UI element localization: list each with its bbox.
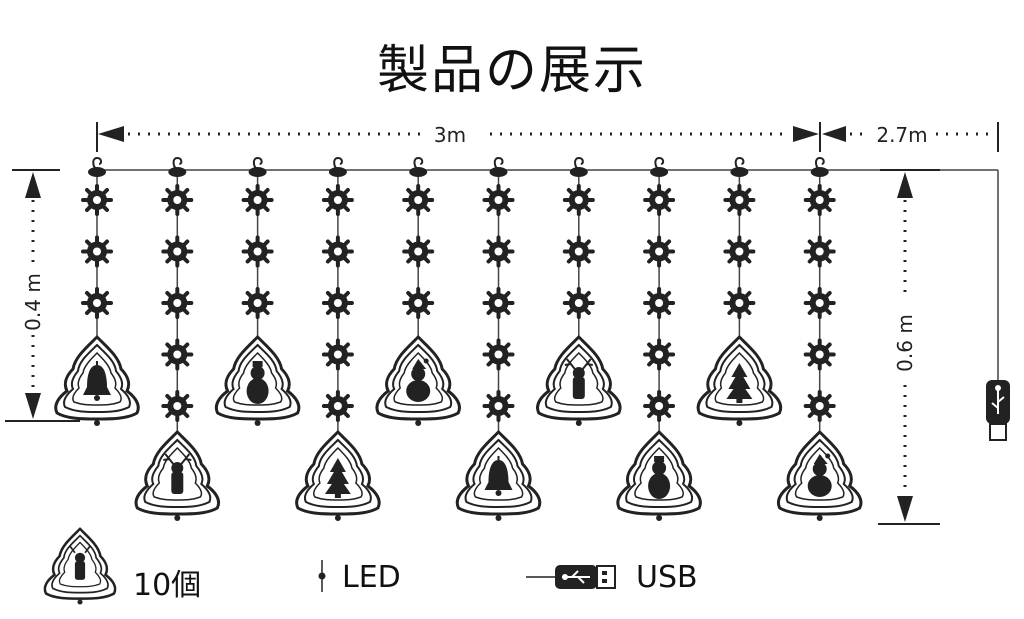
snowflake-led	[321, 390, 354, 422]
snowflake-led	[321, 287, 354, 319]
usb-cable-label: 2.7m	[876, 123, 927, 147]
snowflake-led	[482, 338, 515, 371]
snowflake-led	[161, 338, 194, 371]
snowflake-led	[723, 235, 756, 268]
long-drop-label: 0.6 m	[893, 314, 917, 372]
snowflake-led	[402, 287, 435, 319]
short-drop-label: 0.4 m	[21, 273, 45, 331]
ornament-santa	[375, 335, 461, 428]
snowflake-led	[482, 184, 515, 216]
snowflake-led	[81, 184, 113, 216]
ornament-bell	[54, 335, 140, 428]
ornament-snowman	[214, 335, 301, 428]
light-strand	[295, 156, 381, 523]
ornament-reindeer	[536, 335, 622, 428]
snowflake-led	[321, 184, 354, 216]
snowflake-led	[241, 287, 274, 319]
ornament-bell	[455, 430, 542, 523]
snowflake-led	[562, 287, 595, 319]
snowflake-led	[402, 235, 435, 268]
snowflake-led	[643, 390, 676, 422]
width-label: 3m	[434, 123, 466, 147]
short-drop-dimension: 0.4 m	[5, 169, 80, 422]
legend-ornament-icon	[43, 527, 117, 606]
snowflake-led	[643, 287, 676, 319]
ornament-santa	[776, 430, 863, 523]
legend	[43, 527, 616, 606]
snowflake-led	[161, 184, 194, 216]
ornament-count-label: 10個	[133, 568, 202, 603]
snowflake-led	[803, 287, 836, 319]
light-strand	[776, 156, 863, 523]
usb-label: USB	[636, 560, 698, 595]
snowflake-led	[482, 390, 515, 422]
snowflake-led	[241, 184, 274, 216]
snowflake-led	[803, 235, 836, 268]
snowflake-led	[643, 184, 676, 216]
snowflake-led	[723, 287, 756, 319]
light-strand	[54, 156, 140, 428]
page-title: 製品の展示	[376, 41, 647, 101]
led-label: LED	[342, 560, 401, 595]
ornament-christmas-tree	[295, 430, 381, 523]
snowflake-led	[723, 184, 756, 216]
snowflake-led	[803, 390, 836, 422]
light-strand	[455, 156, 542, 523]
light-strand	[214, 156, 301, 428]
ornament-reindeer	[134, 430, 221, 523]
snowflake-led	[241, 235, 274, 268]
light-strands	[54, 156, 863, 523]
light-strand	[375, 156, 461, 428]
usb-icon	[526, 565, 616, 589]
snowflake-led	[803, 184, 836, 216]
usb-plug-icon	[985, 379, 1011, 441]
snowflake-led	[562, 235, 595, 268]
long-drop-dimension: 0.6 m	[878, 169, 940, 525]
ornament-snowman	[616, 430, 702, 523]
snowflake-led	[161, 235, 194, 268]
snowflake-led	[402, 184, 435, 216]
snowflake-led	[161, 287, 194, 319]
snowflake-led	[161, 390, 194, 422]
snowflake-led	[643, 235, 676, 268]
snowflake-led	[321, 235, 354, 268]
snowflake-led	[321, 338, 354, 371]
width-dimension: 3m 2.7m	[96, 122, 999, 152]
light-strand	[134, 156, 221, 523]
snowflake-led	[482, 287, 515, 319]
snowflake-led	[81, 287, 113, 319]
snowflake-led	[803, 338, 836, 371]
snowflake-led	[482, 235, 515, 268]
snowflake-led	[562, 184, 595, 216]
light-strand	[536, 156, 622, 428]
light-strand	[616, 156, 702, 523]
snowflake-led	[81, 235, 113, 268]
led-icon	[318, 560, 326, 592]
light-strand	[696, 156, 783, 428]
ornament-christmas-tree	[696, 335, 783, 428]
snowflake-led	[643, 338, 676, 371]
